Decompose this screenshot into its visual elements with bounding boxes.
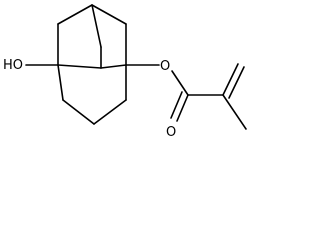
bond-top-inner	[91, 4, 102, 48]
bond-inner-left	[57, 64, 102, 69]
adamantane-cage	[57, 4, 127, 125]
bond-top-right	[91, 4, 127, 25]
bond-oester-carbonyl	[171, 70, 189, 96]
bond-carbonyl-oxygen-2	[170, 91, 183, 119]
bond-carbonyl-oxygen-1	[176, 94, 189, 122]
bond-alpha-methylene-2	[228, 66, 245, 99]
bond-top-left	[57, 4, 93, 25]
bond-inner-right	[100, 64, 127, 69]
ester-oxygen-label: O	[160, 59, 170, 74]
hydroxyl-group: HO	[3, 58, 59, 73]
structure-diagram: HO O O	[0, 0, 254, 142]
bond-bottom-left	[62, 99, 95, 125]
bond-left-lower	[57, 64, 64, 101]
molecule-canvas: HO O O	[3, 4, 247, 140]
hydroxyl-label: HO	[3, 58, 23, 73]
carbonyl-oxygen-label: O	[166, 125, 176, 140]
bond-bottom-right	[93, 99, 127, 125]
bond-alpha-methyl	[222, 94, 247, 130]
bond-alpha-methylene-1	[222, 63, 239, 96]
methacrylate-group: O O	[125, 59, 247, 140]
